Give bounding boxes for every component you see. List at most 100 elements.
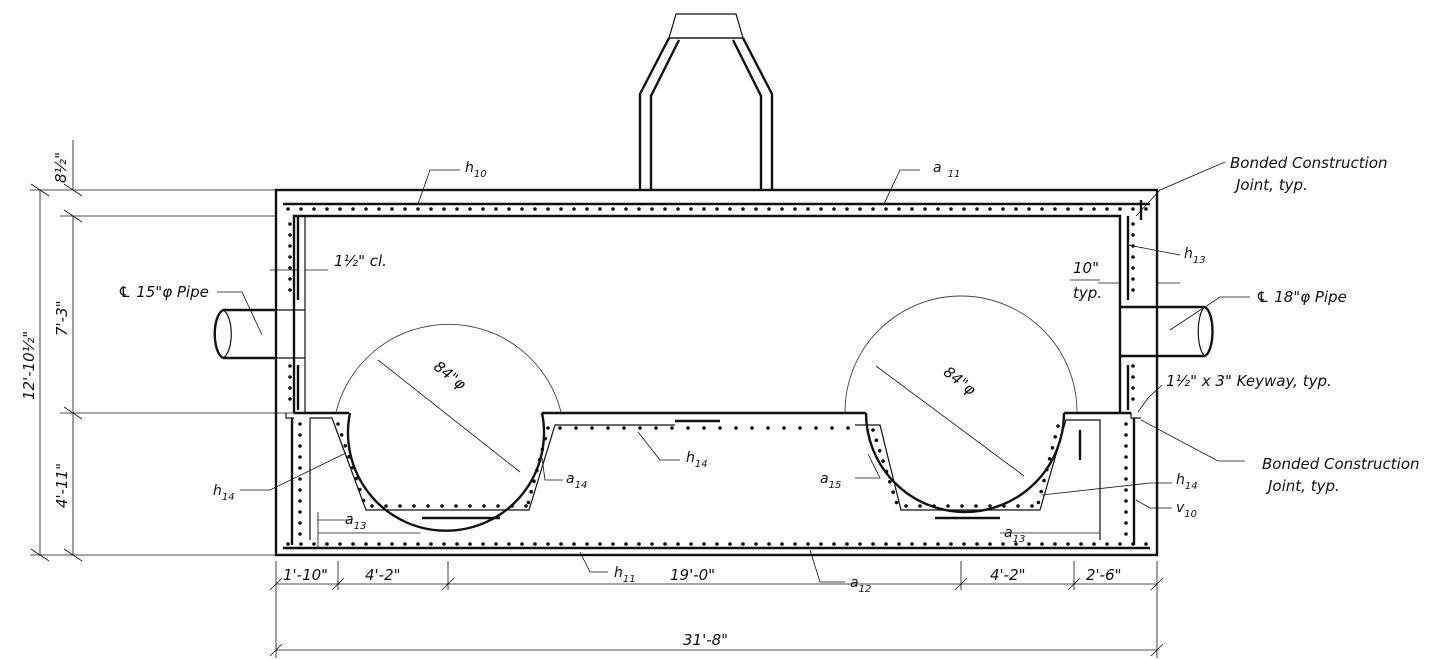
rebar-dot bbox=[715, 542, 719, 546]
rebar-dot bbox=[988, 542, 992, 546]
rebar-dot bbox=[637, 542, 641, 546]
rebar-dot bbox=[962, 542, 966, 546]
rebar-dot bbox=[874, 438, 879, 443]
rebar-dot bbox=[558, 426, 562, 430]
rebar-dot bbox=[520, 207, 524, 211]
rebar-dot bbox=[364, 542, 368, 546]
rebar-dot bbox=[507, 542, 511, 546]
rebar-dot bbox=[572, 207, 576, 211]
rebar-dot bbox=[819, 207, 823, 211]
rebar-dot bbox=[1124, 488, 1128, 492]
note-bonded-joint-bottom-1: Bonded Construction bbox=[1262, 455, 1420, 473]
rebar-dot bbox=[1131, 364, 1135, 368]
rebar-dot bbox=[1053, 207, 1057, 211]
rebar-dot bbox=[1092, 207, 1096, 211]
rebar-dot bbox=[286, 542, 290, 546]
rebar-dot bbox=[923, 207, 927, 211]
rebar-dot bbox=[299, 207, 303, 211]
rebar-dot bbox=[1053, 542, 1057, 546]
rebar-dot bbox=[1030, 504, 1034, 508]
rebar-dot bbox=[390, 207, 394, 211]
rebar-dot bbox=[524, 504, 528, 508]
note-keyway: 1½" x 3" Keyway, typ. bbox=[1166, 372, 1332, 390]
rebar-dot bbox=[663, 207, 667, 211]
rebar-dot bbox=[1066, 207, 1070, 211]
label-a15: a15 bbox=[820, 471, 841, 491]
rebar-dot bbox=[377, 207, 381, 211]
rebar-dot bbox=[598, 542, 602, 546]
rebar-dot bbox=[871, 542, 875, 546]
rebar-dot bbox=[962, 207, 966, 211]
rebar-dot bbox=[298, 422, 302, 426]
rebar-dot bbox=[384, 504, 388, 508]
rebar-dot bbox=[910, 207, 914, 211]
rebar-dot bbox=[871, 207, 875, 211]
rebar-dot bbox=[481, 207, 485, 211]
label-a12: a12 bbox=[850, 575, 871, 595]
rebar-dot bbox=[832, 207, 836, 211]
rebar-dot bbox=[559, 542, 563, 546]
note-pipe-left: ℄ 15"φ Pipe bbox=[118, 283, 209, 301]
pipe-right bbox=[1120, 305, 1214, 358]
rebar-dot bbox=[529, 490, 533, 494]
note-bonded-joint-top-1: Bonded Construction bbox=[1230, 154, 1388, 172]
label-a13-left: a13 bbox=[345, 512, 366, 532]
rebar-dot bbox=[1118, 542, 1122, 546]
dim-overall-width: 31'-8" bbox=[683, 631, 728, 649]
rebar-dot bbox=[689, 542, 693, 546]
rebar-dot bbox=[949, 207, 953, 211]
rebar-dots bbox=[286, 207, 1148, 546]
rebar-dot bbox=[481, 542, 485, 546]
rebar-dot bbox=[533, 207, 537, 211]
rebar-dot bbox=[298, 510, 302, 514]
rebar-dot bbox=[1124, 510, 1128, 514]
rebar-dot bbox=[364, 207, 368, 211]
rebar-dot bbox=[403, 207, 407, 211]
rebar-dot bbox=[782, 426, 786, 430]
rebar-dot bbox=[1131, 222, 1135, 226]
rebar-dot bbox=[1027, 542, 1031, 546]
rebar-dot bbox=[877, 448, 882, 453]
rebar-dot bbox=[507, 207, 511, 211]
note-pipe-right: ℄ 18"φ Pipe bbox=[1256, 288, 1347, 306]
rebar-dot bbox=[702, 207, 706, 211]
dimension-lines bbox=[30, 140, 1180, 658]
rebar-dot bbox=[767, 207, 771, 211]
rebar-dot bbox=[1047, 456, 1052, 461]
rebar-dot bbox=[1039, 489, 1043, 494]
rebar-dot bbox=[1001, 207, 1005, 211]
rebar-dot bbox=[455, 542, 459, 546]
rebar-dot bbox=[325, 207, 329, 211]
rebar-dot bbox=[715, 207, 719, 211]
rebar-dot bbox=[426, 504, 430, 508]
rebar-dot bbox=[298, 433, 302, 437]
rebar-dot bbox=[540, 447, 545, 452]
rebar-dot bbox=[546, 207, 550, 211]
rebar-dot bbox=[830, 426, 834, 430]
rebar-dot bbox=[494, 207, 498, 211]
rebar-dot bbox=[546, 542, 550, 546]
rebar-dot bbox=[338, 542, 342, 546]
rebar-dot bbox=[754, 207, 758, 211]
rebar-dot bbox=[638, 426, 642, 430]
rebar-dot bbox=[650, 542, 654, 546]
note-clear-cover: 1½" cl. bbox=[334, 252, 387, 270]
rebar-dot bbox=[403, 542, 407, 546]
rebar-dot bbox=[676, 207, 680, 211]
dim-bottom-seg-2: 4'-2" bbox=[365, 566, 401, 584]
rebar-dot bbox=[533, 542, 537, 546]
pipe-left bbox=[213, 308, 305, 360]
rebar-dot bbox=[288, 397, 292, 401]
rebar-dot bbox=[846, 426, 850, 430]
dim-bottom-seg-4: 4'-2" bbox=[990, 566, 1026, 584]
rebar-dot bbox=[884, 207, 888, 211]
rebar-dot bbox=[891, 490, 895, 494]
rebar-dot bbox=[766, 426, 770, 430]
rebar-dot bbox=[728, 207, 732, 211]
rebar-dot bbox=[1131, 255, 1135, 259]
rebar-dot bbox=[288, 375, 292, 379]
rebar-dot bbox=[819, 542, 823, 546]
rebar-dot bbox=[750, 426, 754, 430]
box-outline bbox=[274, 188, 1159, 557]
